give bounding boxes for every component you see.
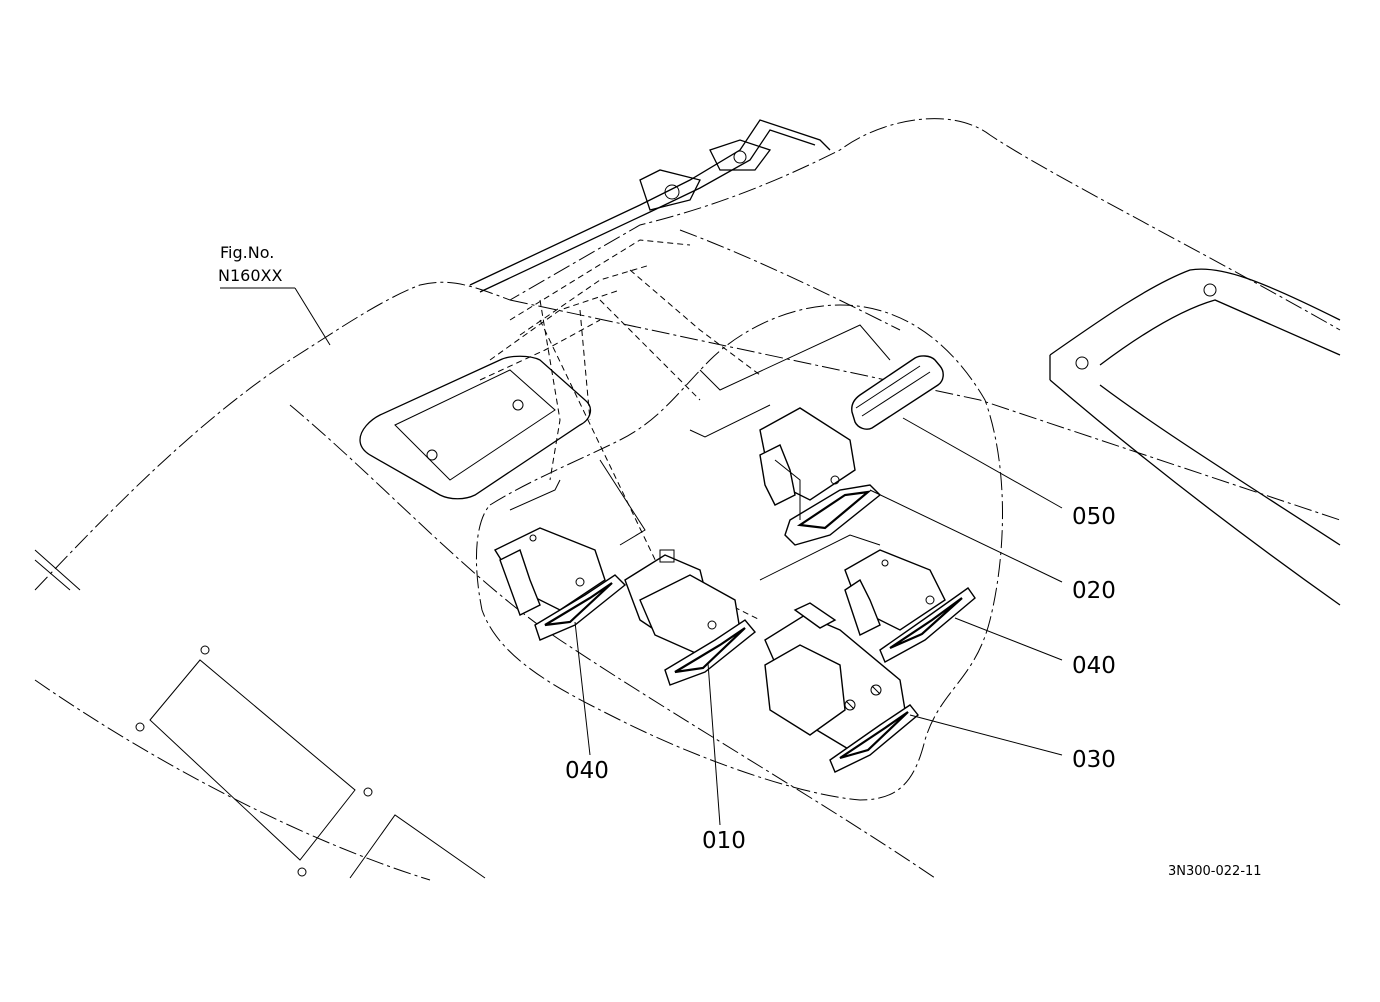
switch-020: [759, 407, 882, 546]
callout-020[interactable]: 020: [1072, 578, 1116, 604]
detail-outline: [475, 304, 1003, 801]
callout-030[interactable]: 030: [1072, 747, 1116, 773]
dashboard-panel-outline: [34, 118, 1341, 881]
switch-040-right: [844, 549, 976, 663]
hatch-panel: [359, 355, 592, 500]
wiring-solid: [509, 324, 891, 581]
callout-050[interactable]: 050: [1072, 504, 1116, 530]
figure-ref-line2: N160XX: [218, 266, 282, 285]
leader-lines: [220, 287, 1063, 826]
switch-030: [764, 602, 919, 773]
switch-010: [624, 549, 756, 686]
figure-ref-line1: Fig.No.: [220, 243, 274, 262]
drawing-number: 3N300-022-11: [1168, 864, 1262, 879]
switch-cover-050: [851, 355, 944, 430]
figure-reference: Fig.No. N160XX: [218, 243, 282, 285]
callout-040-left[interactable]: 040: [565, 758, 609, 784]
callout-010[interactable]: 010: [702, 828, 746, 854]
callout-labels: 050 020 040 030 040 010: [565, 504, 1116, 854]
switch-040-left: [493, 527, 627, 641]
callout-040-right[interactable]: 040: [1072, 653, 1116, 679]
